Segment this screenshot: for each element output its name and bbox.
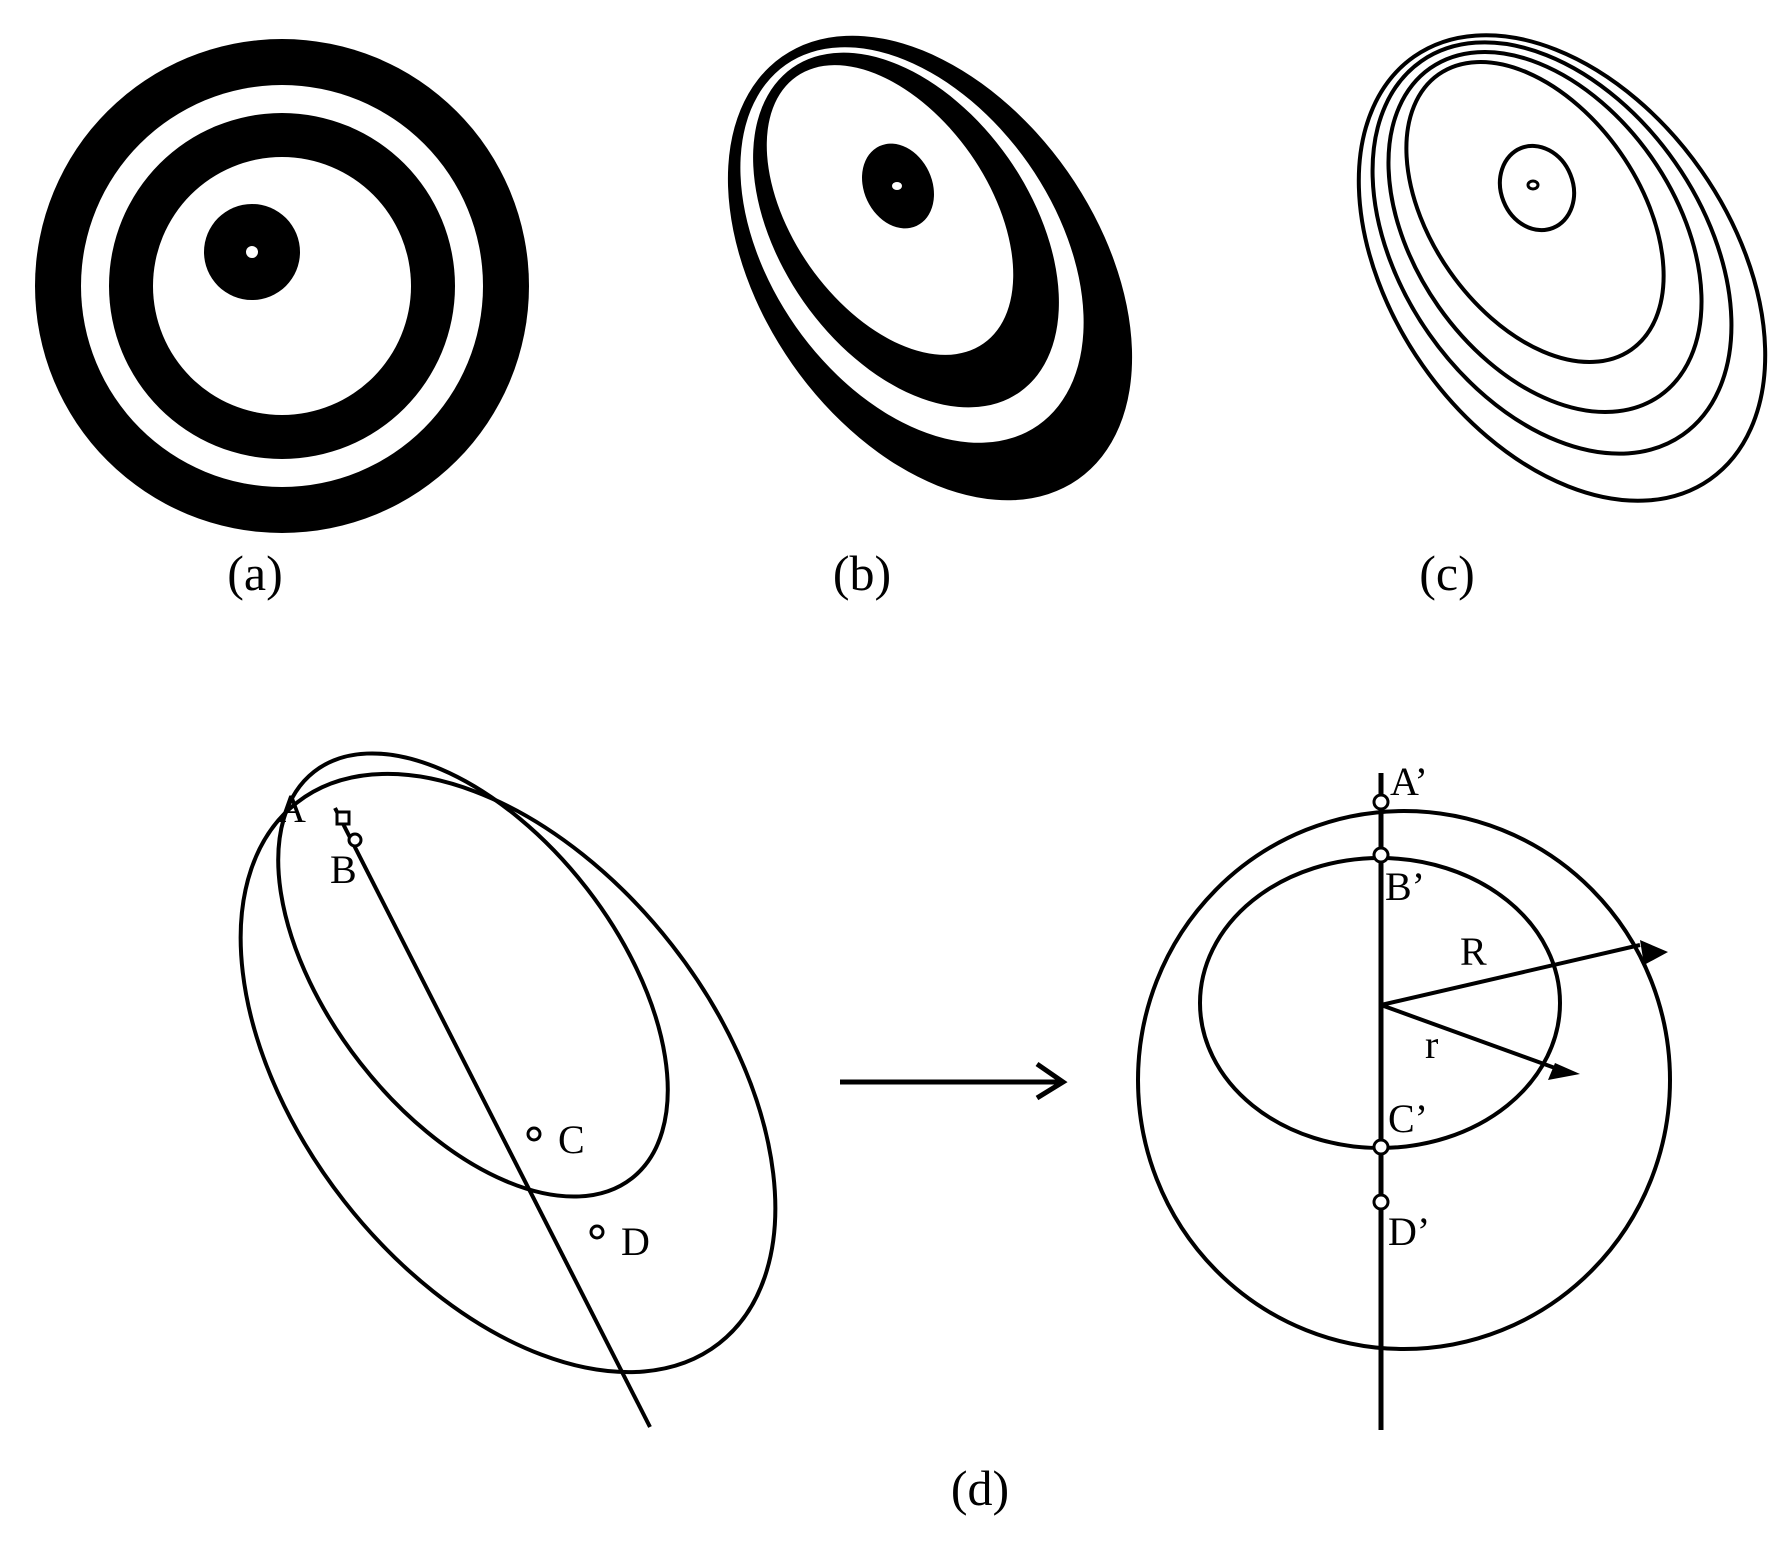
label-C-prime: C’	[1388, 1096, 1428, 1141]
radius-r-arrowhead-icon	[1548, 1063, 1580, 1080]
contour-c-1	[1356, 33, 1768, 503]
ring-b-center-point	[892, 182, 902, 190]
ring-a-center-point	[246, 246, 258, 258]
inner-ellipse	[276, 751, 670, 1199]
radius-R-line	[1380, 943, 1641, 1007]
panel-d-left-points	[335, 810, 605, 1240]
contour-c-3	[1386, 49, 1704, 415]
point-D-prime-marker	[1372, 1193, 1390, 1211]
point-D-marker	[589, 1224, 605, 1240]
point-B-marker	[347, 832, 363, 848]
label-r: r	[1425, 1022, 1438, 1067]
point-A-marker	[335, 810, 351, 826]
label-D: D	[621, 1219, 650, 1264]
caption-c: (c)	[1419, 545, 1475, 601]
panel-a-fringe-pattern	[35, 39, 529, 533]
panel-d-left-diagram	[238, 751, 778, 1428]
label-A: A	[277, 786, 306, 831]
point-B-prime-marker	[1372, 846, 1390, 864]
panel-d-right-points	[1372, 793, 1390, 1211]
contour-c-2	[1370, 40, 1734, 456]
caption-d: (d)	[951, 1460, 1009, 1516]
contour-c-4	[1404, 60, 1666, 364]
contour-c-center	[1526, 179, 1540, 191]
label-D-prime: D’	[1388, 1209, 1430, 1254]
outer-circle	[1136, 809, 1672, 1351]
point-C-marker	[526, 1126, 542, 1142]
point-A-prime-marker	[1372, 793, 1390, 811]
caption-a: (a)	[227, 545, 283, 601]
label-A-prime: A’	[1390, 759, 1428, 804]
label-C: C	[558, 1117, 585, 1162]
caption-b: (b)	[833, 545, 891, 601]
label-R: R	[1460, 929, 1487, 974]
radius-r-line	[1380, 1003, 1556, 1070]
contour-c-5	[1497, 143, 1577, 233]
panel-c-contours	[1356, 33, 1768, 503]
label-B: B	[330, 847, 357, 892]
panel-b-fringe-pattern	[727, 35, 1133, 501]
label-B-prime: B’	[1385, 864, 1425, 909]
radius-R-arrowhead-icon	[1640, 940, 1668, 965]
right-arrow-icon	[840, 1061, 1068, 1101]
scan-line	[333, 807, 652, 1428]
outer-ellipse	[238, 771, 778, 1375]
point-C-prime-marker	[1372, 1138, 1390, 1156]
